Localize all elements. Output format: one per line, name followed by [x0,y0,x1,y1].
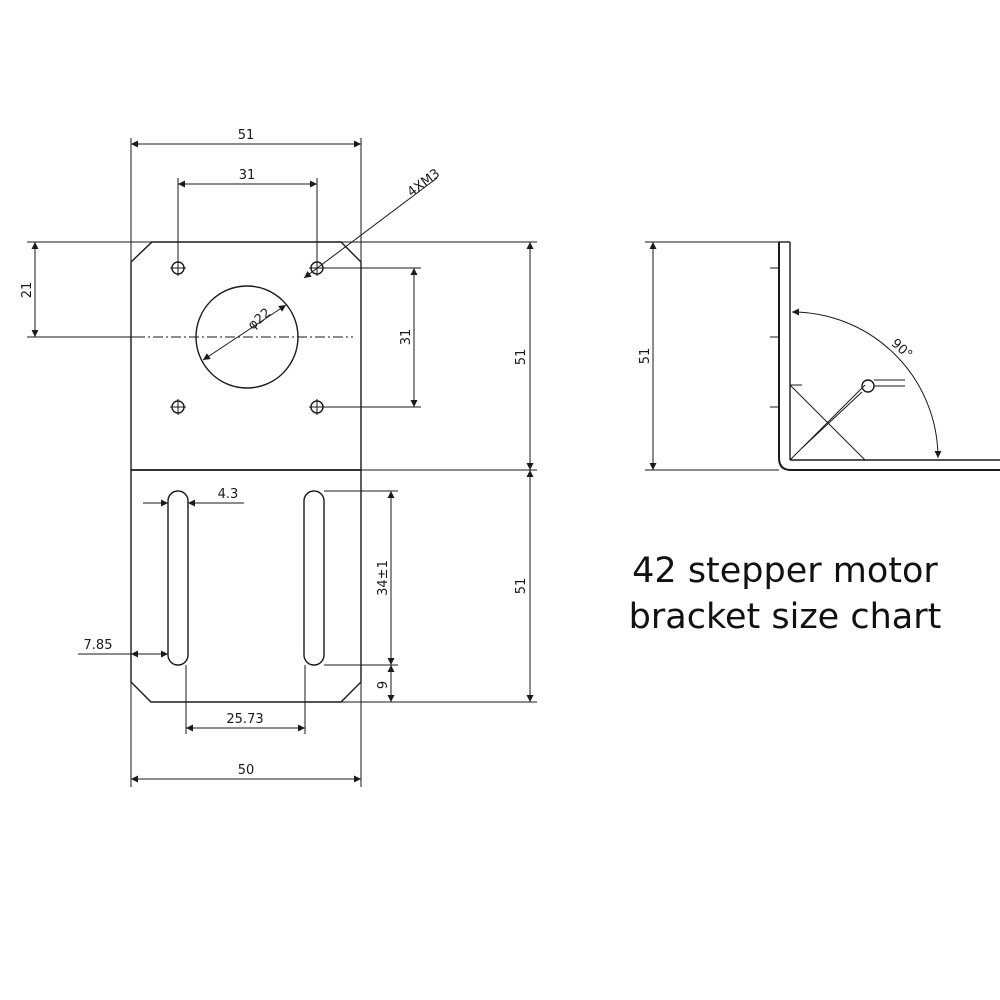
screw-hole-bottom-left [170,399,186,415]
dim-screw-hole-leader: 4XM3 [303,166,443,279]
dim-side-height: 51 [638,241,779,471]
lower-slotted-plate [130,470,362,703]
dim-overall-width-bottom: 50 [130,682,362,787]
dim-plate-height-upper-label: 51 [514,349,529,366]
dim-top-offset: 21 [20,241,245,338]
dim-bend-angle-label: 90° [888,336,915,363]
dim-overall-width-top: 51 [130,128,362,262]
dim-slot-bottom-offset-label: 9 [376,681,391,689]
chart-caption: 42 stepper motor bracket size chart [560,548,1000,640]
bore-diameter-line [202,304,287,361]
dim-slot-length-label: 34±1 [376,560,391,596]
dim-top-offset-label: 21 [20,282,35,299]
dim-plate-height-lower: 51 [361,470,537,703]
dim-overall-width-bottom-label: 50 [238,763,255,778]
dim-hole-spacing-vertical-label: 31 [399,329,414,346]
dim-slot-bottom-offset: 9 [341,665,398,703]
dim-plate-height-upper: 51 [341,241,537,471]
dim-slot-width: 4.3 [143,487,244,507]
slot-left [167,490,189,666]
dim-screw-hole-label: 4XM3 [405,166,443,200]
caption-line-2: bracket size chart [628,597,942,637]
dim-slot-width-label: 4.3 [218,487,239,502]
upper-plate-outline [130,241,362,471]
caption-line-1: 42 stepper motor [632,551,938,591]
dim-hole-spacing-horizontal-label: 31 [239,168,256,183]
dim-slot-length: 34±1 [324,490,398,666]
screw-hole-bottom-right [309,399,325,415]
upper-motor-plate: φ22 [130,241,362,471]
dim-side-height-label: 51 [638,348,653,365]
slot-right [303,490,325,666]
dim-overall-width-top-label: 51 [238,128,255,143]
dim-hole-spacing-horizontal: 31 [177,168,318,262]
dim-slot-edge-offset-label: 7.85 [84,638,113,653]
dim-slot-spacing: 25.73 [185,665,306,734]
dim-plate-height-lower-label: 51 [514,578,529,595]
side-view-bracket [770,241,1000,471]
dim-slot-edge-offset: 7.85 [78,638,168,658]
dim-hole-spacing-vertical: 31 [323,267,421,408]
lower-plate-outline [130,470,362,703]
dim-slot-spacing-label: 25.73 [226,712,263,727]
screw-hole-top-left [170,260,186,276]
